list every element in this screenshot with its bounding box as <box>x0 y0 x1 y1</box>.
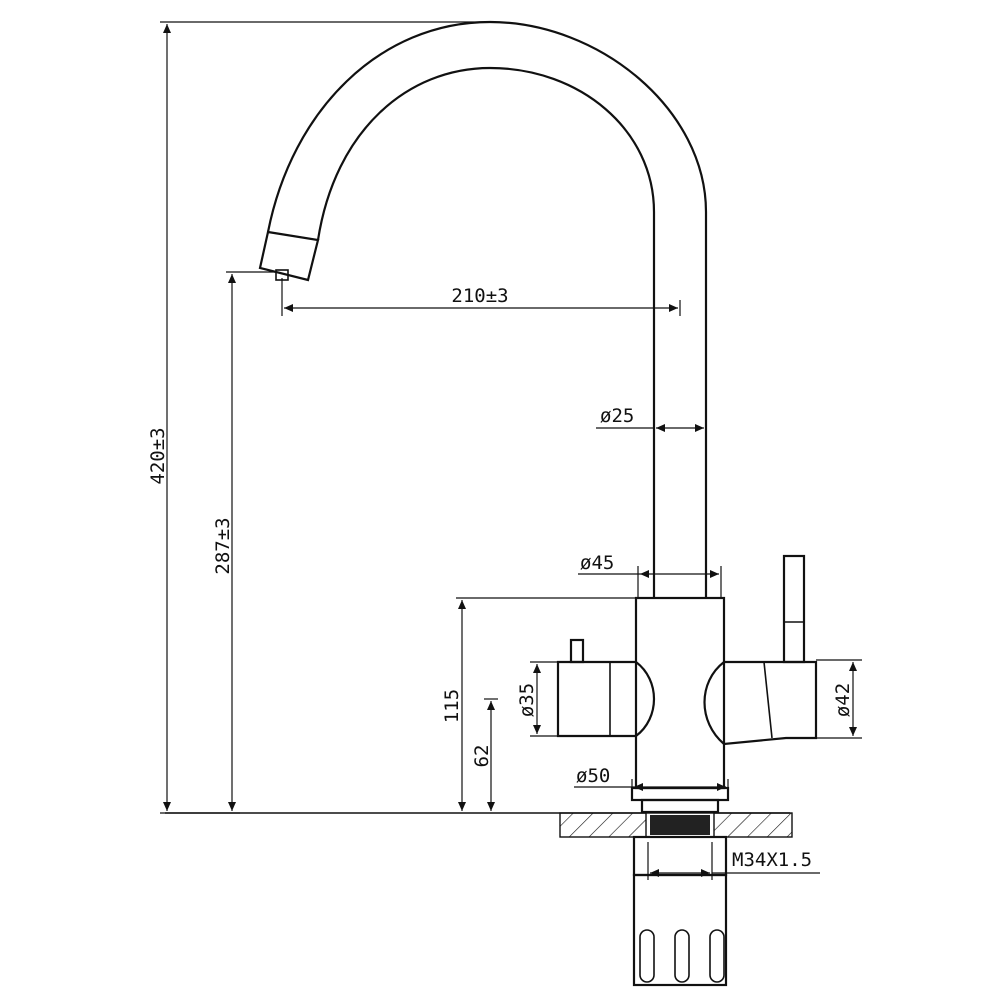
countertop <box>165 812 793 838</box>
dim-body-height: 115 <box>441 597 636 811</box>
spout-reach-label: 210±3 <box>451 285 508 307</box>
spout-diameter-label: ø25 <box>600 405 634 427</box>
handle-height-label: 62 <box>471 745 493 768</box>
spout-height-label: 287±3 <box>212 517 234 574</box>
left-handle-diameter-label: ø35 <box>516 683 538 717</box>
dim-thread: M34X1.5 <box>647 842 820 880</box>
faucet-body <box>556 554 818 814</box>
dim-spout-reach: 210±3 <box>281 278 681 316</box>
body-height-label: 115 <box>441 689 463 723</box>
dim-handle-height: 62 <box>471 698 498 811</box>
dim-right-handle-diameter: ø42 <box>816 659 862 739</box>
total-height-label: 420±3 <box>147 427 169 484</box>
dim-total-height: 420±3 <box>147 21 495 814</box>
dim-body-diameter: ø45 <box>578 552 722 598</box>
spout <box>258 20 708 598</box>
right-handle-diameter-label: ø42 <box>832 683 854 717</box>
body-diameter-label: ø45 <box>580 552 614 574</box>
dim-spout-diameter: ø25 <box>596 405 704 432</box>
dim-base-diameter: ø50 <box>574 765 729 791</box>
base-diameter-label: ø50 <box>576 765 610 787</box>
dim-left-handle-diameter: ø35 <box>516 661 558 737</box>
thread-label: M34X1.5 <box>732 849 812 871</box>
dim-spout-height: 287±3 <box>212 271 276 811</box>
